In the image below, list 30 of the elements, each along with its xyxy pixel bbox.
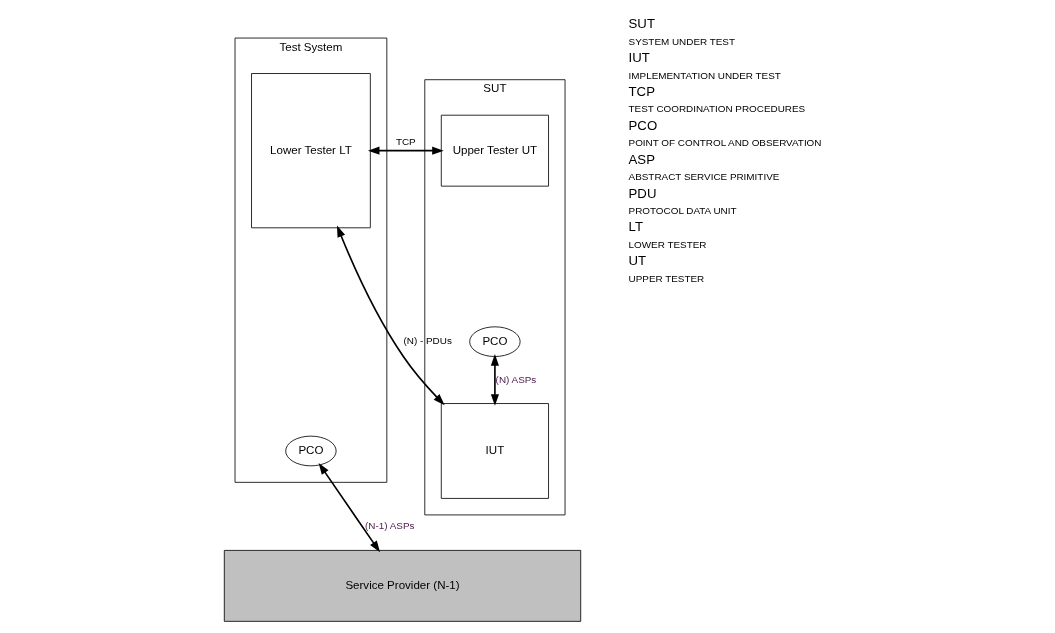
node-ellipse: PCO bbox=[469, 326, 521, 357]
node-box: IUT bbox=[440, 403, 549, 499]
label: LT bbox=[628, 219, 643, 235]
label: ASP bbox=[628, 151, 655, 167]
edge-label: (N) ASPs bbox=[495, 373, 537, 385]
arrow bbox=[367, 146, 444, 155]
arrow bbox=[337, 225, 445, 406]
label: IUT bbox=[628, 50, 650, 66]
label: PDU bbox=[628, 185, 657, 201]
label: POINT OF CONTROL AND OBSERVATION bbox=[628, 137, 822, 149]
label: ABSTRACT SERVICE PRIMITIVE bbox=[628, 171, 780, 183]
node-ellipse: PCO bbox=[285, 435, 337, 467]
label: TCP bbox=[628, 84, 655, 100]
node-box: Lower Tester LT bbox=[251, 73, 371, 229]
label: PROTOCOL DATA UNIT bbox=[628, 204, 737, 216]
node-box: Upper Tester UT bbox=[440, 114, 549, 187]
edge-label: TCP bbox=[395, 136, 416, 148]
arrow bbox=[318, 463, 380, 553]
label: UPPER TESTER bbox=[628, 272, 705, 284]
label: PCO bbox=[628, 117, 658, 133]
label: LOWER TESTER bbox=[628, 238, 707, 250]
edge-label: (N) - PDUs bbox=[403, 335, 452, 347]
arrow bbox=[490, 354, 499, 406]
edge-label: (N-1) ASPs bbox=[364, 520, 415, 532]
label: UT bbox=[628, 253, 647, 269]
label: IMPLEMENTATION UNDER TEST bbox=[628, 69, 781, 81]
node-box: Service Provider (N-1) bbox=[223, 550, 582, 622]
label: TEST COORDINATION PROCEDURES bbox=[628, 103, 806, 115]
label: SUT bbox=[628, 16, 655, 32]
label: SYSTEM UNDER TEST bbox=[628, 35, 735, 47]
